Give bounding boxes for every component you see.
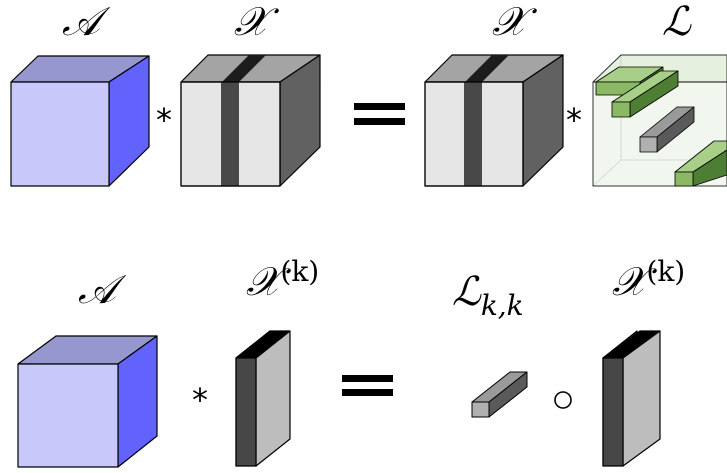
tensor-x-cube-top-right (424, 54, 564, 187)
label-l-kk-sub: k,k (480, 289, 524, 322)
l-green-bar-2 (611, 70, 679, 118)
slice-x-k-left (235, 330, 291, 467)
fiber-l-kk (471, 371, 528, 418)
label-x-k-left-sup: (k) (280, 255, 320, 288)
label-tensor-a-bottom: 𝒜 (78, 267, 116, 313)
label-x-k-right-sup: (k) (646, 255, 686, 288)
label-x-k-right-base: 𝒳 (612, 259, 647, 305)
label-x-k-left: 𝒳(k) (246, 258, 319, 305)
star-operator-bottom: * (192, 381, 208, 419)
tensor-l-cube (592, 54, 727, 187)
star-operator-top-2: * (566, 101, 582, 139)
tensor-a-cube-top (10, 55, 150, 187)
label-x-k-left-base: 𝒳 (246, 259, 281, 305)
l-gray-bar (639, 106, 695, 153)
label-tensor-a-top: 𝒜 (62, 0, 100, 45)
label-l-kk-base: ℒ (452, 269, 481, 315)
cube-a-front-face (10, 81, 110, 187)
label-x-k-right: 𝒳(k) (612, 258, 685, 305)
label-l-kk: ℒk,k (452, 269, 524, 320)
tensor-x-cube-top-left (180, 54, 321, 187)
label-tensor-x-top-right: 𝒳 (492, 0, 527, 45)
tensor-a-cube-bottom (17, 335, 158, 468)
star-operator-top-1: * (156, 101, 172, 139)
label-tensor-l-top: ℒ (662, 0, 691, 45)
equals-sign-bottom (342, 375, 393, 396)
label-tensor-x-top-left: 𝒳 (234, 0, 269, 45)
equals-sign-top (354, 103, 405, 125)
l-green-bar-3 (674, 140, 727, 187)
outer-product-operator (554, 391, 572, 409)
slice-x-k-right (602, 330, 661, 467)
